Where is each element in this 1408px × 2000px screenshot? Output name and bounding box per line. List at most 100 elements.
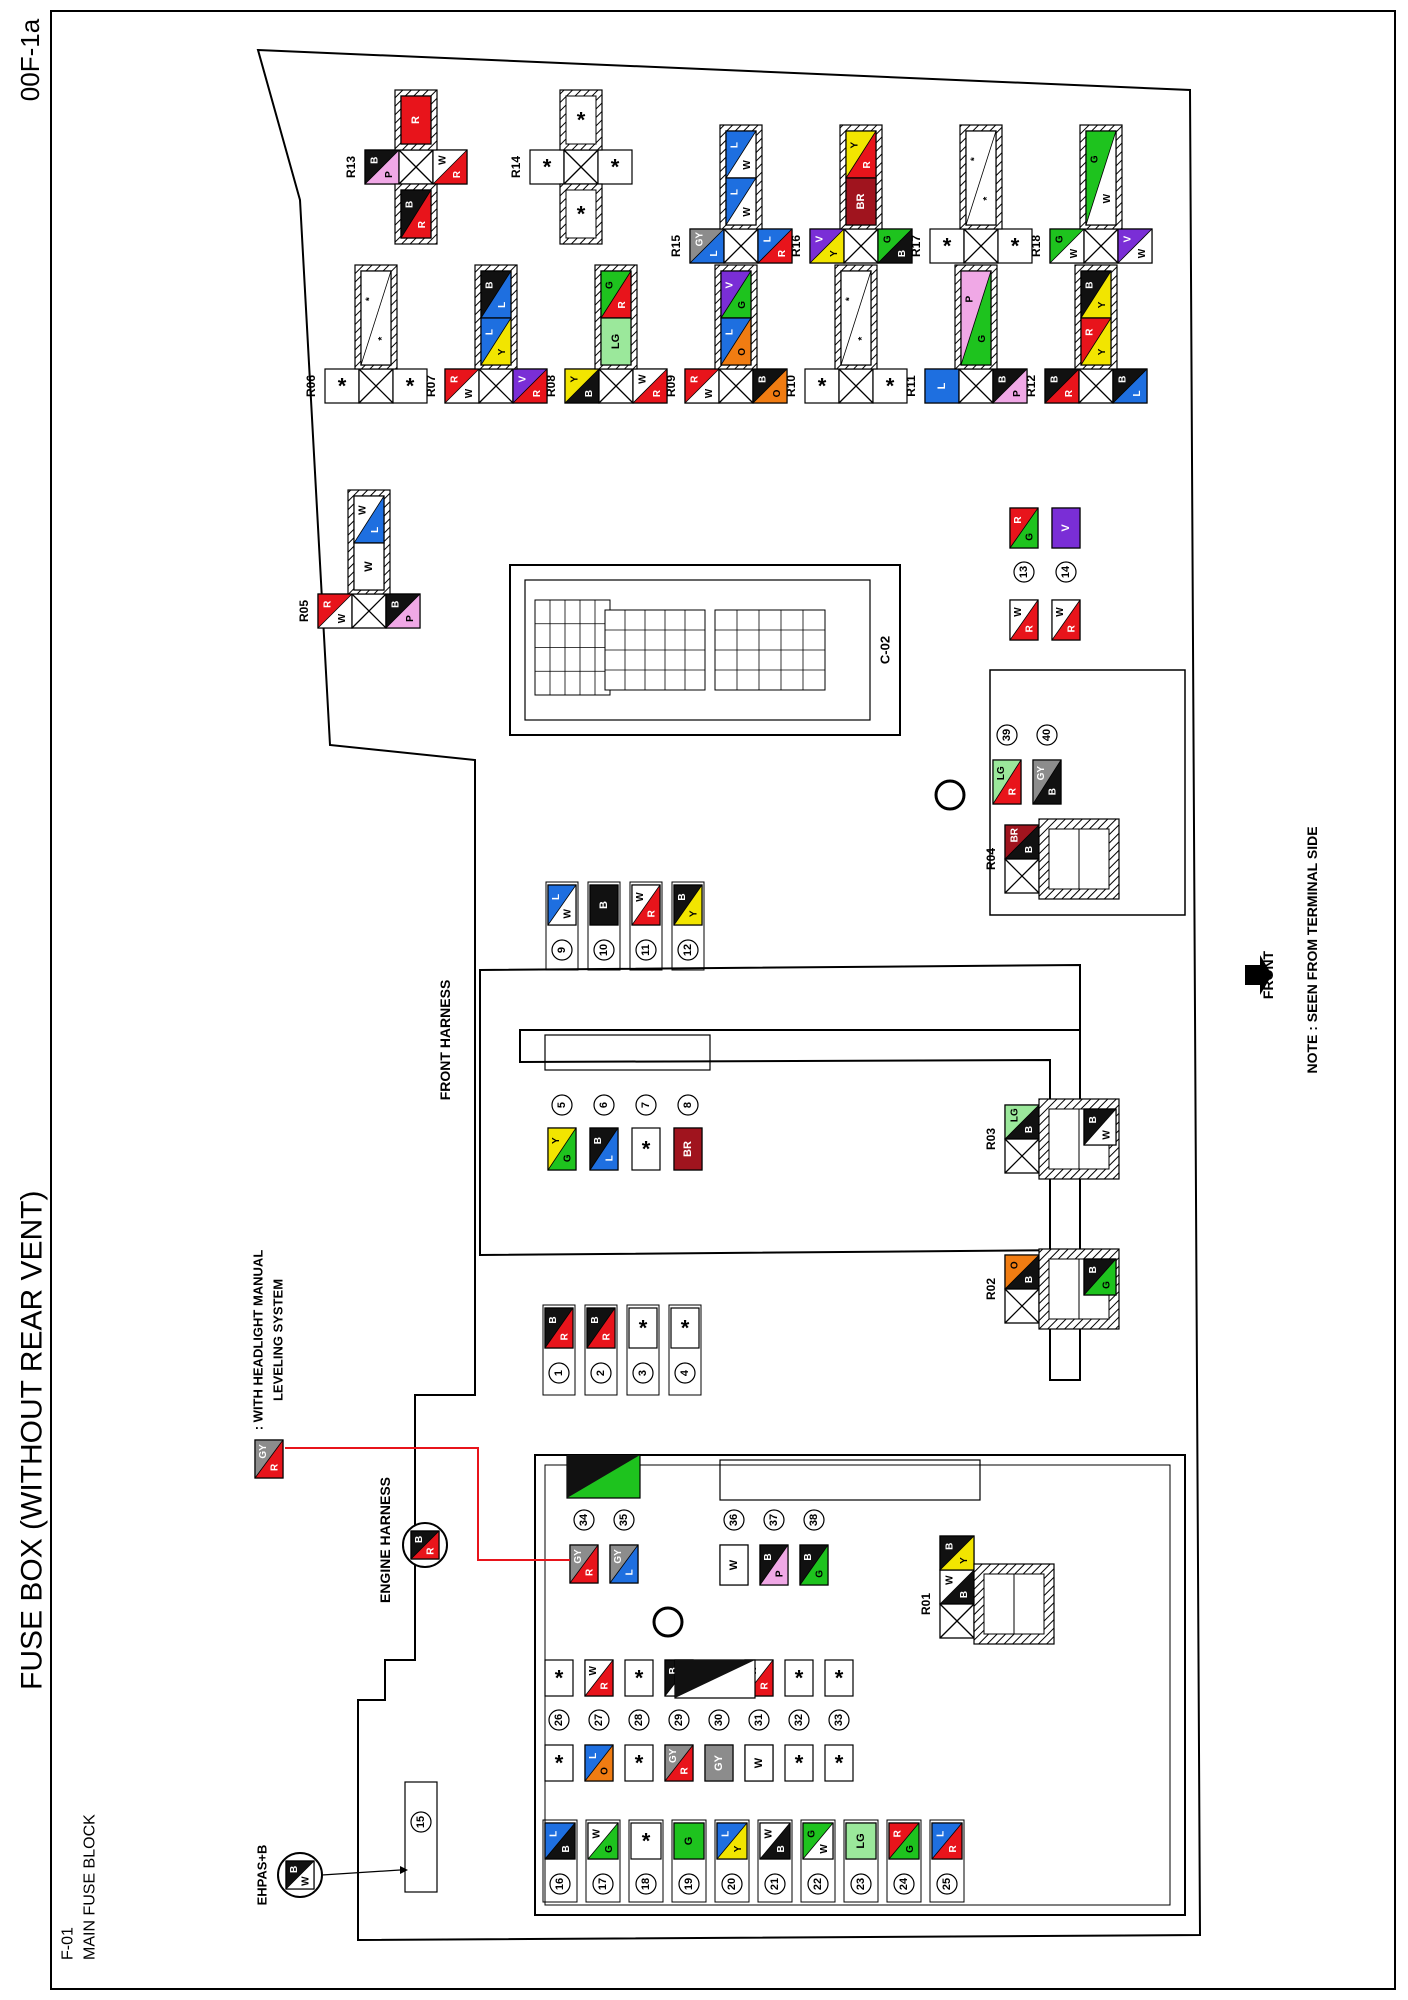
fuse-number-text: 18	[640, 1878, 652, 1890]
chip-code: G	[605, 281, 616, 289]
chip-code: G	[737, 301, 748, 309]
fuse-number: 17	[592, 1873, 614, 1895]
chip-code: W	[704, 388, 715, 398]
chip-code: V	[1123, 236, 1134, 243]
chip-code: R	[760, 1682, 771, 1690]
fuse-39-40-housing	[989, 669, 1186, 916]
chip-fill	[744, 1744, 774, 1782]
chip-code: R	[652, 389, 663, 397]
chip-code: Y	[1097, 301, 1108, 308]
chip-split	[1080, 317, 1112, 366]
relay-coil-chip: BW	[1083, 1108, 1117, 1146]
front-arrow-icon	[1245, 955, 1272, 995]
fuse-number-ring	[1055, 561, 1077, 583]
chip-border	[392, 368, 428, 404]
chip-code: R	[450, 375, 461, 383]
relay-pin-chip: BP	[992, 368, 1028, 404]
chip-code: L	[549, 1831, 560, 1837]
relay-pin-chip: GW	[1049, 228, 1085, 264]
fuse-number-text: 23	[855, 1878, 867, 1890]
chip-split	[1009, 507, 1039, 549]
chip-code: L	[370, 527, 381, 533]
fuse-number: 18	[635, 1873, 657, 1895]
relay-id-label: R03	[984, 1128, 998, 1150]
chip-code: G	[905, 1845, 916, 1853]
relay-pin-chip: WR	[432, 149, 468, 185]
chip-code: LG	[996, 766, 1007, 780]
fuse-wire-chip: WR	[631, 884, 661, 926]
relay-cross	[478, 368, 514, 404]
chip-border	[584, 1744, 614, 1782]
chip-split	[353, 495, 385, 544]
unused-marker: *	[795, 1666, 804, 1691]
fuse-number-text: 2	[595, 1370, 607, 1376]
relay-cross	[963, 228, 999, 264]
fuse-slot	[585, 1819, 621, 1903]
chip-split	[939, 1569, 975, 1605]
chip-code: Y	[733, 1845, 744, 1852]
chip-border	[824, 1744, 854, 1782]
fuse-number: 4	[674, 1362, 696, 1384]
fuse-number-text: 38	[808, 1514, 820, 1526]
chip-code: W	[563, 909, 574, 919]
fuse-number-text: 27	[593, 1714, 605, 1726]
fuse-number: 8	[677, 1094, 699, 1116]
fuse-wire-chip: BP	[759, 1544, 789, 1586]
chip-split	[480, 317, 512, 366]
chip-code: GY	[695, 232, 706, 247]
fuse-number-text: 11	[640, 944, 652, 956]
chip-code: R	[690, 375, 701, 383]
fuse-wire-chip: G	[673, 1822, 705, 1860]
chip-code: B	[1088, 1116, 1099, 1123]
relay-pin-chip: *	[324, 368, 360, 404]
chip-code: G	[604, 1845, 615, 1853]
relay-pin-chip: BR	[1044, 368, 1080, 404]
chip-border	[544, 1822, 576, 1860]
chip-split	[725, 130, 757, 179]
fuse-wire-chip-bottom: GYR	[664, 1744, 694, 1782]
chip-split	[1009, 599, 1039, 641]
fuse-number-ring	[590, 1362, 612, 1384]
chip-code: Y	[689, 910, 700, 917]
relay-cross	[1004, 1288, 1040, 1324]
fuse-wire-chip-bottom: *	[544, 1744, 574, 1782]
fuse-number-text: 32	[793, 1714, 805, 1726]
relay-coil-chip: **	[360, 270, 392, 366]
unused-marker: *	[639, 1316, 648, 1341]
chip-code: L	[763, 236, 774, 242]
fuse-number-text: 20	[726, 1878, 738, 1890]
chip-code: B	[959, 1591, 970, 1598]
chip-code: Y	[570, 376, 581, 383]
relay-coil-chip: W	[353, 542, 385, 591]
fuse-wire-chip-bottom: *	[824, 1744, 854, 1782]
chip-border	[992, 759, 1022, 805]
chip-split	[564, 368, 600, 404]
chip-split	[802, 1822, 834, 1860]
relay-coil-chip: BG	[1083, 1258, 1117, 1296]
chip-code: R	[1025, 624, 1036, 632]
chip-code: L	[485, 329, 496, 335]
relay-pin-chip: *	[597, 149, 633, 185]
chip-border	[544, 1307, 574, 1349]
chip-code: R	[1008, 787, 1019, 795]
chip-border	[888, 1822, 920, 1860]
chip-code: B	[1088, 1266, 1099, 1273]
fuse-29-30-fill	[675, 1660, 755, 1698]
chip-split	[759, 1822, 791, 1860]
chip-code: L	[936, 382, 948, 389]
relay-pin-chip: BO	[752, 368, 788, 404]
chip-code: R	[1067, 624, 1078, 632]
chip-code: W	[728, 1559, 740, 1570]
chip-border	[547, 884, 577, 926]
chip-code: W	[301, 1876, 312, 1886]
fuse-slot	[671, 881, 705, 971]
chip-code: W	[337, 613, 348, 623]
chip-fill	[673, 1822, 705, 1860]
fuse-number-ring	[850, 1873, 872, 1895]
relay-coil-chip: YR	[845, 130, 877, 179]
chip-code: W	[464, 388, 475, 398]
chip-split	[684, 368, 720, 404]
relay-pin-chip: BP	[364, 149, 400, 185]
chip-code: L	[605, 1155, 616, 1161]
chip-fill	[353, 542, 385, 591]
